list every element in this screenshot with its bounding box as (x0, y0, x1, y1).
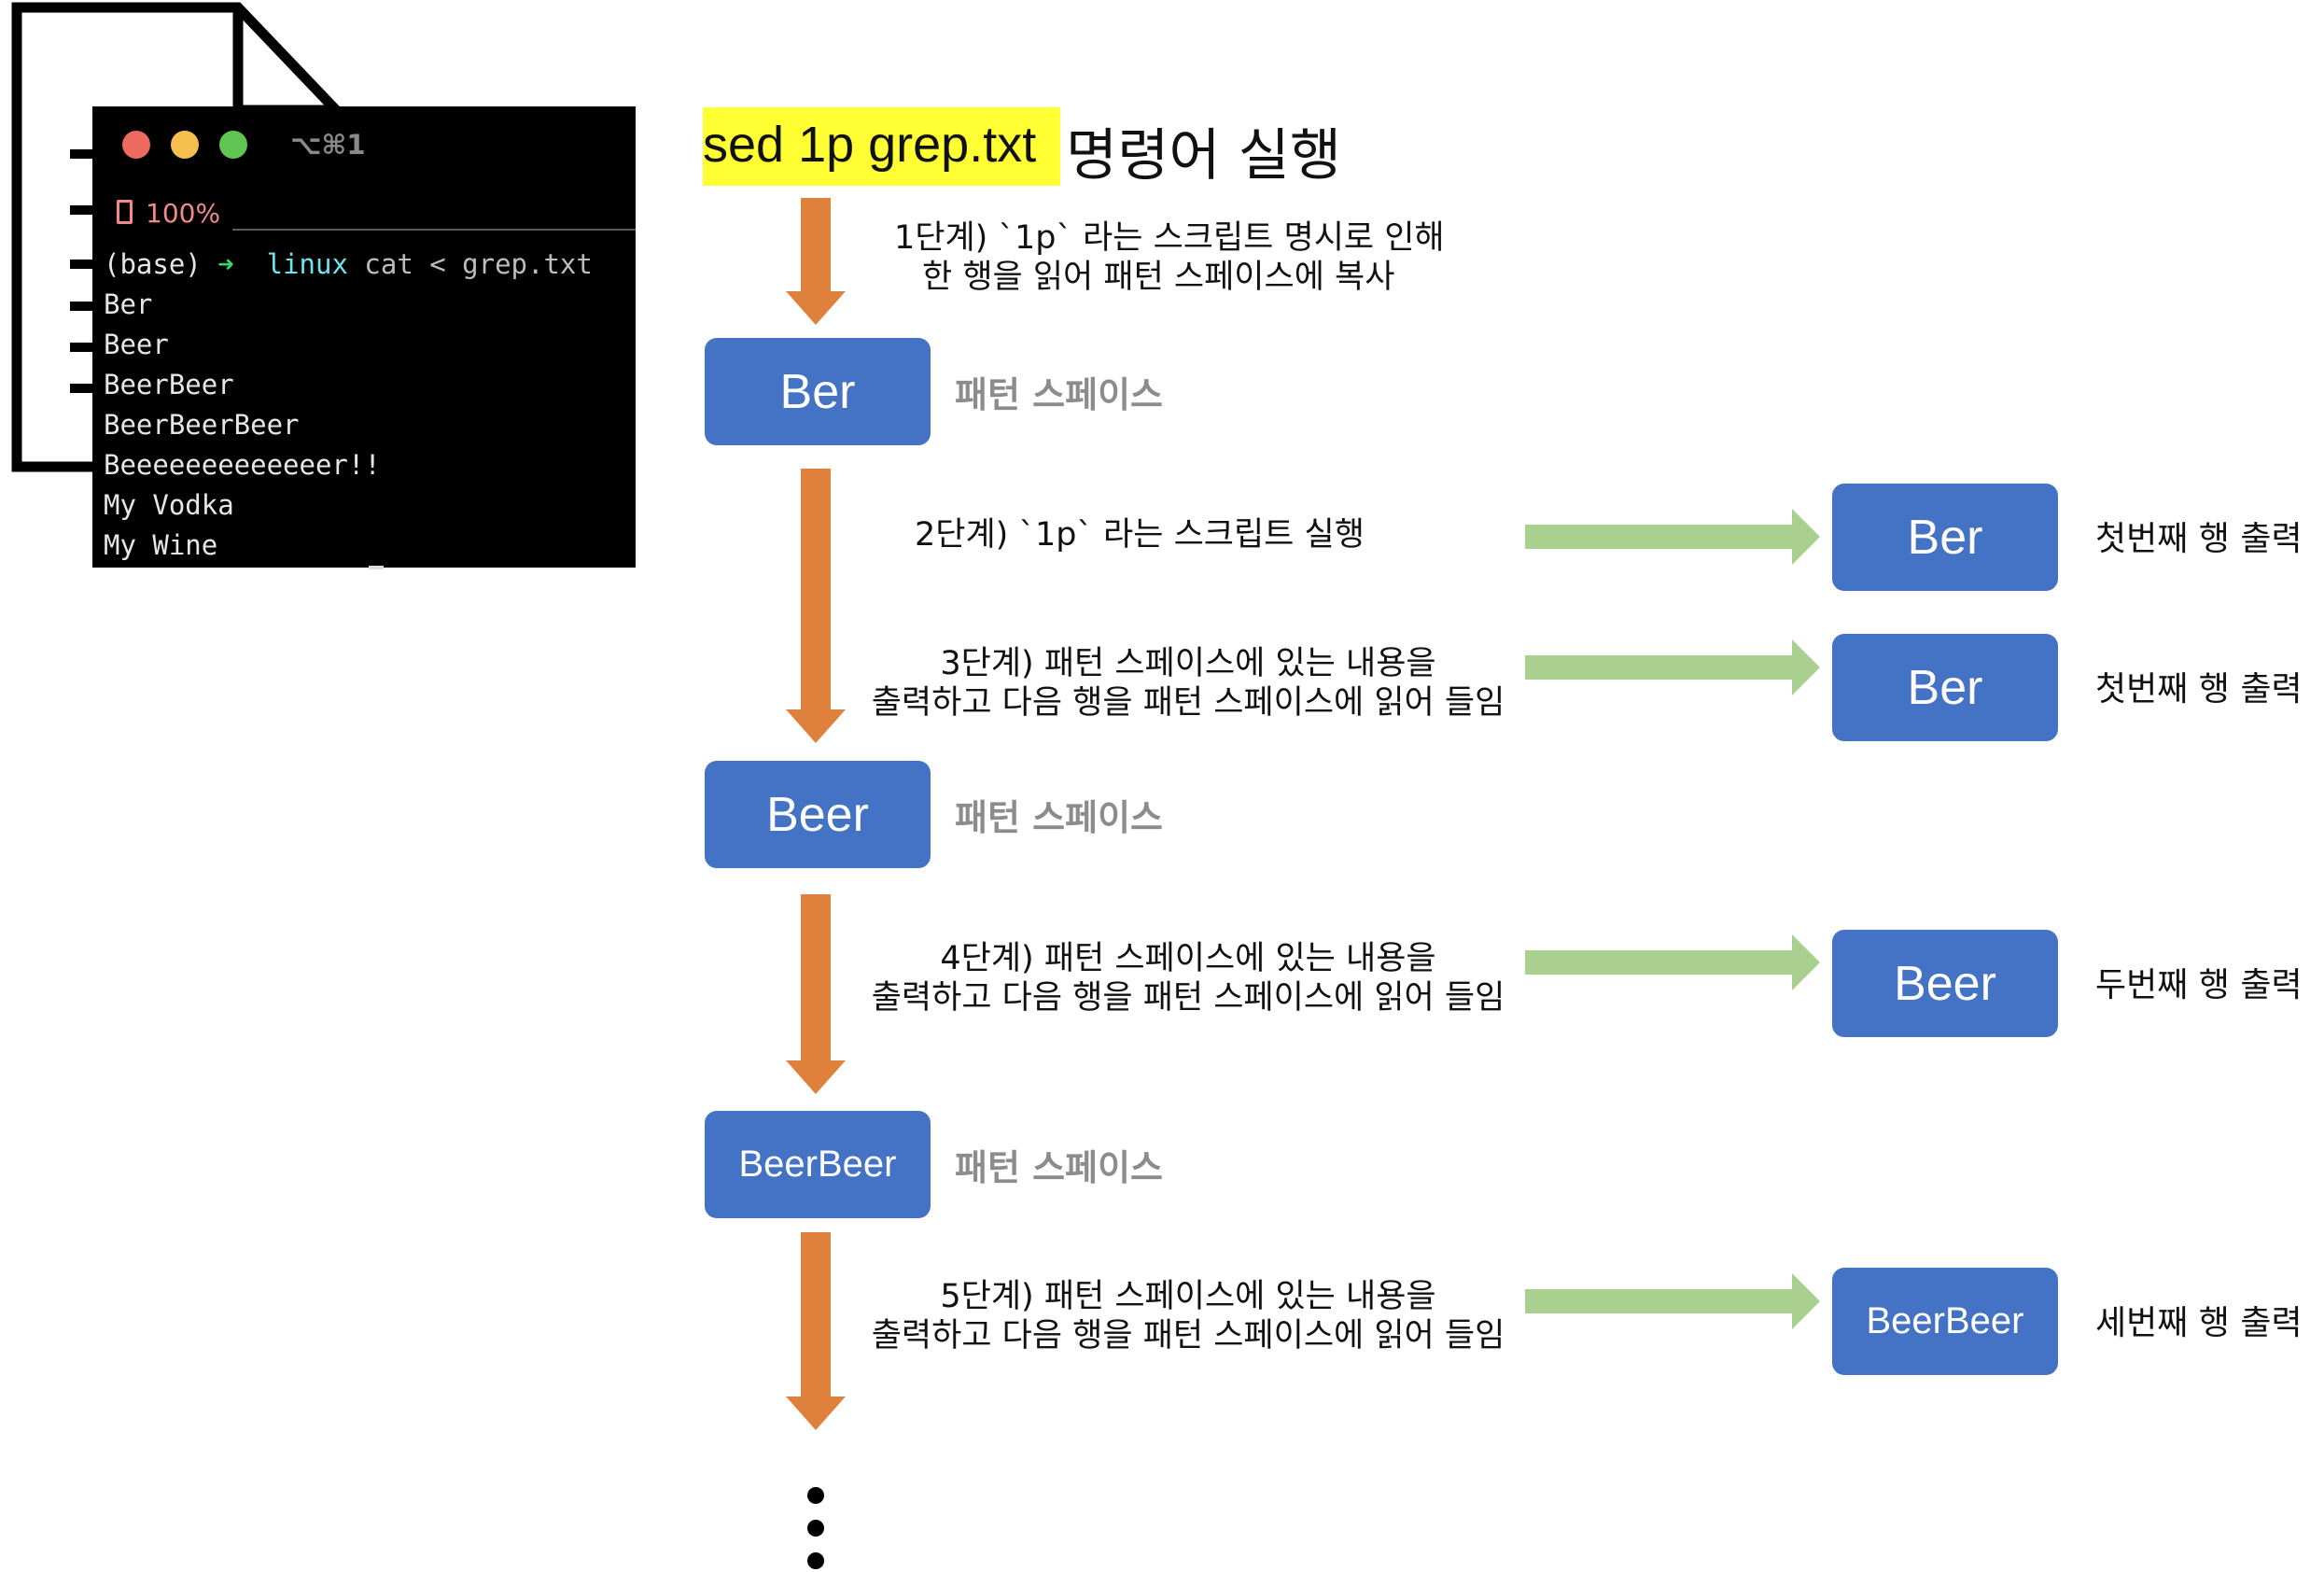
step-1-text: 1단계) `1p` 라는 스크립트 명시로 인해 한 행을 읽어 패턴 스페이스… (894, 218, 1445, 297)
output-label: 첫번째 행 출력 (2095, 520, 2303, 558)
right-arrow (1525, 1273, 1820, 1329)
pattern-space-box: Beer (705, 761, 931, 868)
terminal-output-line: BeerBeer (104, 369, 234, 400)
terminal-output-line: Beer (104, 329, 169, 360)
terminal-shortcut: ⌥⌘1 (290, 129, 366, 161)
close-dot-icon[interactable] (122, 131, 150, 159)
step-line: 5단계) 패턴 스페이스에 있는 내용을 (940, 1278, 1436, 1315)
right-arrow (1525, 934, 1820, 990)
down-arrow (786, 1232, 846, 1430)
down-arrow (786, 469, 846, 743)
battery-icon (117, 200, 133, 224)
step-2-text: 2단계) `1p` 라는 스크립트 실행 (915, 515, 1365, 554)
output-box: Beer (1832, 930, 2058, 1037)
right-arrow (1525, 639, 1820, 695)
output-label: 첫번째 행 출력 (2095, 670, 2303, 709)
step-4-text: 4단계) 패턴 스페이스에 있는 내용을 출력하고 다음 행을 패턴 스페이스에… (866, 939, 1510, 1018)
pattern-space-label: 패턴 스페이스 (955, 374, 1163, 415)
battery-percent: 100% (146, 198, 221, 229)
down-arrow (786, 894, 846, 1094)
prompt-env: (base) (104, 248, 202, 280)
terminal-output-line: My Vodka (104, 489, 234, 521)
ellipsis-dot-icon (807, 1520, 824, 1537)
output-box: Ber (1832, 634, 2058, 741)
terminal-output-line: My Wine (104, 529, 218, 561)
prompt-command: cat < grep.txt (364, 248, 593, 280)
terminal-output-line: BeerBeerBeer (104, 409, 300, 441)
ellipsis-dot-icon (807, 1552, 824, 1569)
prompt-arrow-icon: ➜ (217, 248, 234, 280)
right-arrow (1525, 509, 1820, 565)
step-line: 3단계) 패턴 스페이스에 있는 내용을 (940, 645, 1436, 682)
prompt-directory: linux (266, 248, 348, 280)
minimize-dot-icon[interactable] (171, 131, 199, 159)
headline-highlight (703, 107, 1060, 186)
pattern-space-label: 패턴 스페이스 (955, 1147, 1163, 1188)
output-label: 세번째 행 출력 (2095, 1304, 2303, 1342)
terminal-window: ⌥⌘1 100% (base) ➜ linux cat < grep.txt B… (92, 106, 636, 569)
terminal-output-line: Ber (104, 288, 153, 320)
step-3-text: 3단계) 패턴 스페이스에 있는 내용을 출력하고 다음 행을 패턴 스페이스에… (866, 644, 1510, 723)
step-line: 2단계) `1p` 라는 스크립트 실행 (915, 516, 1365, 554)
step-5-text: 5단계) 패턴 스페이스에 있는 내용을 출력하고 다음 행을 패턴 스페이스에… (866, 1277, 1510, 1355)
terminal-divider (232, 229, 636, 231)
step-line: 4단계) 패턴 스페이스에 있는 내용을 (940, 940, 1436, 977)
step-line: 1단계) `1p` 라는 스크립트 명시로 인해 (894, 219, 1445, 257)
output-box: BeerBeer (1832, 1268, 2058, 1375)
down-arrow (786, 198, 846, 325)
maximize-dot-icon[interactable] (219, 131, 247, 159)
step-line: 한 행을 읽어 패턴 스페이스에 복사 (922, 259, 1395, 296)
step-line: 출력하고 다음 행을 패턴 스페이스에 읽어 들임 (871, 684, 1505, 722)
headline-suffix: 명령어 실행 (1066, 123, 1342, 189)
headline-command: sed 1p grep.txt (703, 117, 1037, 173)
step-line: 출력하고 다음 행을 패턴 스페이스에 읽어 들임 (871, 979, 1505, 1017)
terminal-output-line: Beeeeeeeeeeeeer!! (104, 449, 381, 481)
ellipsis-dot-icon (807, 1487, 824, 1504)
output-label: 두번째 행 출력 (2095, 966, 2303, 1004)
pattern-space-box: Ber (705, 338, 931, 445)
step-line: 출력하고 다음 행을 패턴 스페이스에 읽어 들임 (871, 1317, 1505, 1354)
output-box: Ber (1832, 484, 2058, 591)
terminal-prompt-line: (base) ➜ linux cat < grep.txt (104, 249, 593, 279)
battery-status: 100% (117, 198, 220, 229)
pattern-space-label: 패턴 스페이스 (955, 797, 1163, 838)
terminal-cursor (369, 566, 384, 569)
pattern-space-box: BeerBeer (705, 1111, 931, 1218)
